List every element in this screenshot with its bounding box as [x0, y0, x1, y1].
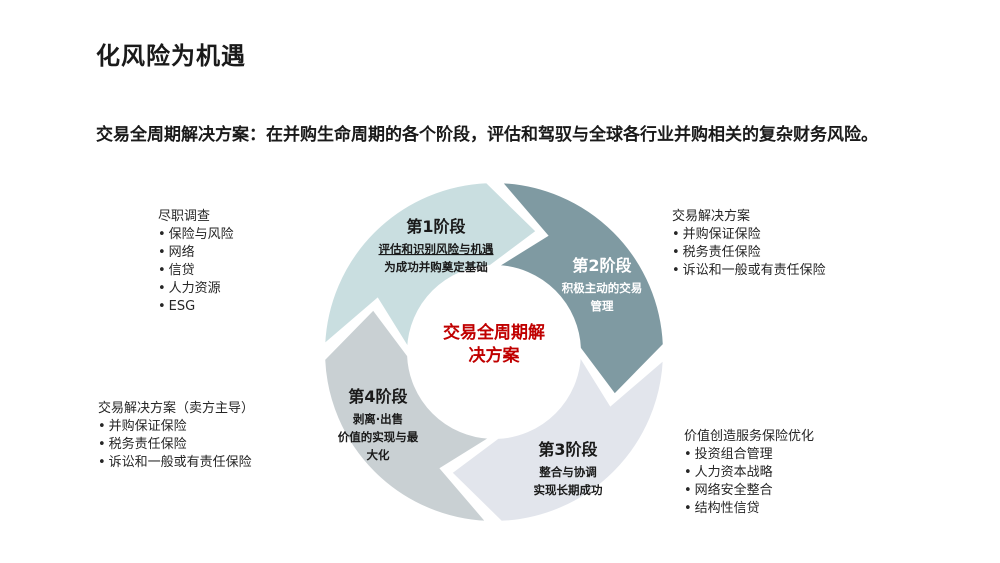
page-title: 化风险为机遇	[96, 42, 246, 70]
note-deal-solutions: 交易解决方案 •并购保证保险 •税务责任保险 •诉讼和一般或有责任保险	[672, 208, 826, 280]
note-item: •人力资本战略	[684, 465, 773, 480]
stage-2-desc-line-1: 积极主动的交易	[562, 281, 643, 295]
note-item: •信贷	[158, 263, 195, 278]
note-item: •诉讼和一般或有责任保险	[98, 455, 252, 470]
note-heading: 价值创造服务保险优化	[684, 429, 815, 444]
note-item: •网络安全整合	[684, 483, 773, 498]
center-circle	[408, 266, 580, 438]
note-item: •并购保证保险	[98, 419, 187, 434]
stage-1-title: 第1阶段	[406, 217, 466, 236]
note-heading: 尽职调查	[158, 209, 211, 224]
note-item: •税务责任保险	[672, 245, 761, 260]
stage-4-desc-line-2: 价值的实现与最	[338, 430, 419, 444]
note-item: •投资组合管理	[684, 447, 773, 462]
note-item: •结构性信贷	[684, 501, 760, 516]
page-subtitle: 交易全周期解决方案：在并购生命周期的各个阶段，评估和驾驭与全球各行业并购相关的复…	[96, 125, 878, 145]
note-item: •ESG	[158, 299, 196, 314]
note-heading: 交易解决方案	[672, 209, 751, 224]
stage-4-desc-line-3: 大化	[367, 448, 390, 462]
stage-4-desc-line-1: 剥离·出售	[353, 412, 403, 426]
stage-2-desc-line-2: 管理	[591, 299, 614, 313]
note-due-diligence: 尽职调查 •保险与风险 •网络 •信贷 •人力资源 •ESG	[158, 208, 234, 316]
note-item: •保险与风险	[158, 227, 234, 242]
lifecycle-cycle-diagram: 交易全周期解 决方案 第1阶段 评估和识别风险与机遇 为成功并购奠定基础 第2阶…	[323, 181, 665, 523]
stage-3-desc-line-1: 整合与协调	[538, 465, 597, 479]
note-item: •网络	[158, 245, 195, 260]
note-value-creation: 价值创造服务保险优化 •投资组合管理 •人力资本战略 •网络安全整合 •结构性信…	[684, 428, 814, 518]
note-item: •税务责任保险	[98, 437, 187, 452]
center-label-line-1: 交易全周期解	[443, 322, 545, 343]
center-label-line-2: 决方案	[469, 345, 521, 366]
stage-2-title: 第2阶段	[572, 256, 632, 275]
note-item: •并购保证保险	[672, 227, 761, 242]
note-item: •人力资源	[158, 281, 221, 296]
note-item: •诉讼和一般或有责任保险	[672, 263, 826, 278]
stage-3-title: 第3阶段	[538, 440, 598, 459]
stage-1-desc-line-1: 评估和识别风险与机遇	[379, 242, 494, 256]
stage-4-title: 第4阶段	[348, 387, 408, 406]
note-sell-side: 交易解决方案（卖方主导） •并购保证保险 •税务责任保险 •诉讼和一般或有责任保…	[98, 400, 254, 472]
stage-3-desc-line-2: 实现长期成功	[534, 483, 603, 497]
stage-1-desc-line-2: 为成功并购奠定基础	[384, 260, 488, 274]
note-heading: 交易解决方案（卖方主导）	[98, 401, 255, 416]
